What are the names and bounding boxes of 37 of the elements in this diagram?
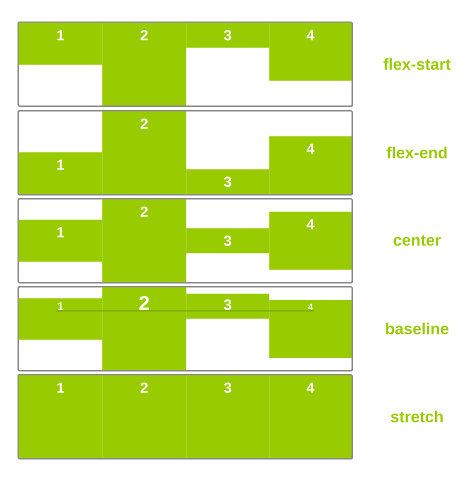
item-box: 4 (269, 212, 352, 270)
panel-label: flex-start (383, 58, 451, 70)
item-box: 3 (186, 22, 270, 48)
item-box: 3 (186, 294, 270, 319)
node-label: 1 (57, 160, 64, 170)
item-box: 1 (18, 22, 102, 65)
node-label: 1 (57, 382, 64, 393)
item-box: 1 (18, 298, 102, 340)
item-box: 2 (102, 111, 186, 194)
item-box: 4 (269, 136, 352, 194)
item-box: 4 (269, 375, 352, 458)
item-box: 3 (186, 375, 270, 458)
node-label: 3 (224, 176, 232, 187)
item-box: 2 (102, 199, 186, 282)
item-box: 2 (102, 375, 186, 458)
item-box: 1 (18, 152, 102, 194)
item-box: 3 (186, 228, 270, 254)
item-box: 3 (186, 169, 270, 194)
node-label: 3 (224, 30, 232, 40)
node-label: 3 (224, 382, 232, 393)
node-label: 1 (58, 302, 64, 310)
node-label: 4 (306, 382, 314, 393)
item-box: 4 (269, 300, 352, 358)
node-label: 1 (57, 30, 64, 40)
item-box: 4 (269, 22, 352, 81)
panel-label: stretch (390, 410, 443, 422)
node-label: 3 (224, 299, 232, 310)
item-box: 2 (102, 22, 186, 106)
node-label: 3 (224, 236, 232, 246)
item-box: 2 (102, 287, 186, 370)
node-label: 2 (140, 382, 148, 393)
node-label: 1 (57, 227, 64, 238)
item-box: 1 (18, 220, 102, 262)
panel-label: flex-end (386, 146, 447, 158)
item-box: 1 (18, 375, 102, 458)
panel-label: center (394, 235, 441, 246)
panel-label: baseline (386, 322, 448, 334)
